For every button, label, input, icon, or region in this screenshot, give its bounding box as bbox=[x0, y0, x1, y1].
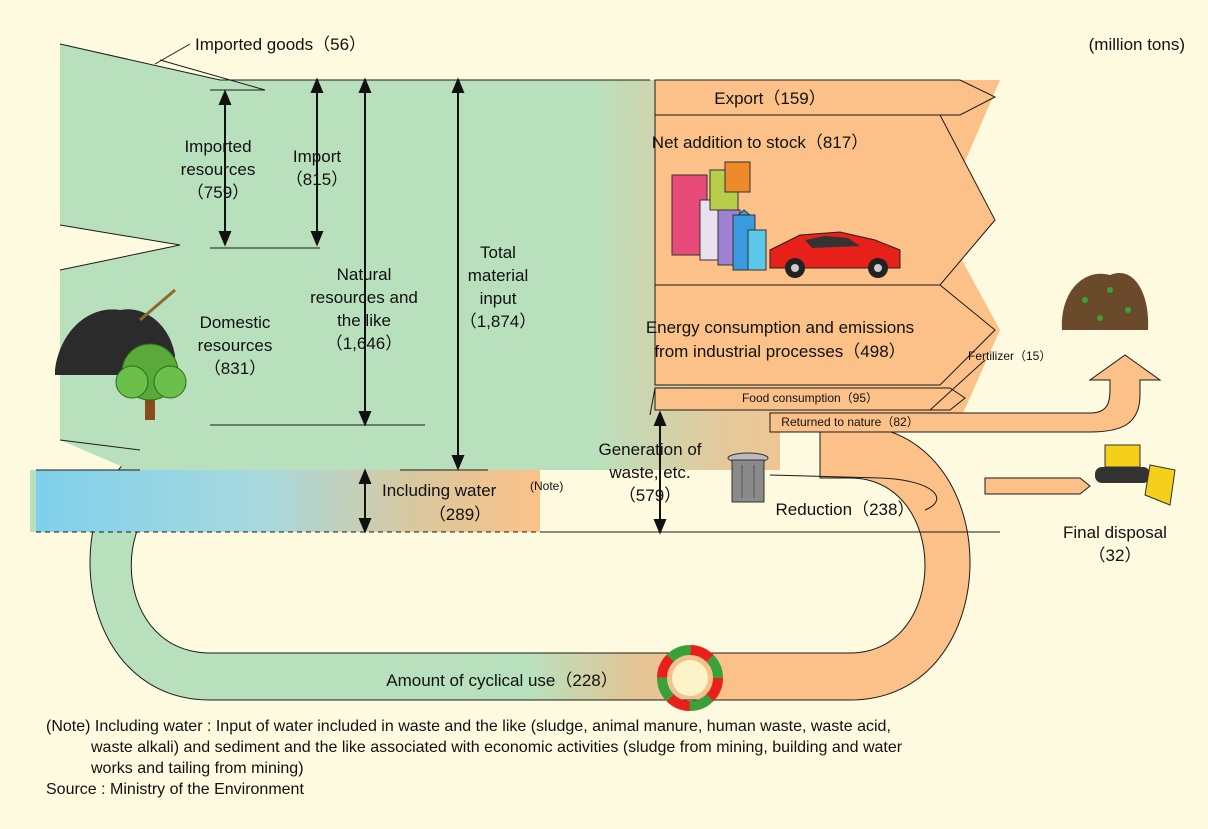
svg-text:the like: the like bbox=[337, 311, 391, 330]
svg-text:Generation of: Generation of bbox=[598, 440, 701, 459]
final-disposal-arrow bbox=[984, 477, 1091, 495]
svg-text:（32）: （32） bbox=[1089, 546, 1142, 565]
waste-generation-label: Generation of waste, etc. （579） bbox=[598, 440, 701, 505]
energy-label: Energy consumption and emissions from in… bbox=[646, 318, 914, 361]
import-label: Import （815） bbox=[286, 147, 348, 189]
note-line: (Note) Including water : Input of water … bbox=[46, 718, 891, 735]
cyclical-use-label: Amount of cyclical use（228） bbox=[386, 671, 618, 690]
export-label: Export（159） bbox=[714, 89, 826, 108]
food-consumption-label: Food consumption（95） bbox=[742, 391, 878, 405]
returned-to-nature-label: Returned to nature（82） bbox=[781, 415, 918, 429]
reduction-label: Reduction（238） bbox=[776, 500, 915, 519]
svg-text:resources: resources bbox=[198, 336, 273, 355]
band-outlines bbox=[36, 43, 1000, 533]
net-addition-label: Net addition to stock（817） bbox=[652, 133, 868, 152]
soil-pile-icon bbox=[1061, 273, 1149, 330]
svg-text:from industrial processes（498）: from industrial processes（498） bbox=[654, 342, 905, 361]
natural-resources-label: Natural resources and the like （1,646） bbox=[310, 265, 418, 353]
note-line: works and tailing from mining) bbox=[91, 760, 304, 777]
svg-text:（1,874）: （1,874） bbox=[460, 312, 537, 331]
svg-text:Including water: Including water bbox=[382, 481, 497, 500]
svg-text:（815）: （815） bbox=[286, 170, 348, 189]
total-material-input-label: Total material input （1,874） bbox=[460, 243, 537, 331]
unit-label: (million tons) bbox=[1089, 35, 1185, 54]
svg-text:waste, etc.: waste, etc. bbox=[608, 463, 690, 482]
svg-text:Total: Total bbox=[480, 243, 516, 262]
svg-text:Imported: Imported bbox=[184, 137, 251, 156]
returned-to-nature-arrow bbox=[769, 354, 1162, 433]
red-car-icon bbox=[769, 231, 901, 278]
fertilizer-label: Fertilizer（15） bbox=[968, 349, 1051, 363]
svg-text:Import: Import bbox=[293, 147, 341, 166]
svg-text:（759）: （759） bbox=[187, 183, 249, 202]
food-band bbox=[654, 387, 966, 411]
svg-text:Natural: Natural bbox=[337, 265, 392, 284]
note-line: waste alkali) and sediment and the like … bbox=[91, 739, 903, 756]
measure-arrows bbox=[218, 77, 667, 535]
imported-goods-label: Imported goods（56） bbox=[195, 35, 366, 54]
recycle-arrows-icon bbox=[657, 645, 723, 711]
final-disposal-label: Final disposal （32） bbox=[1063, 523, 1167, 565]
note-block: (Note) Including water : Input of water … bbox=[46, 716, 1196, 800]
svg-text:（1,646）: （1,646） bbox=[326, 334, 403, 353]
water-strip bbox=[36, 470, 540, 532]
export-band bbox=[654, 79, 997, 116]
energy-band bbox=[654, 284, 996, 386]
bulldozer-icon bbox=[1095, 444, 1176, 506]
source-line: Source : Ministry of the Environment bbox=[46, 781, 304, 798]
svg-text:Final disposal: Final disposal bbox=[1063, 523, 1167, 542]
svg-text:Energy consumption and emissio: Energy consumption and emissions bbox=[646, 318, 914, 337]
buildings-icon bbox=[671, 161, 767, 271]
including-water-label: Including water (Note) （289） bbox=[382, 479, 563, 524]
domestic-resources-label: Domestic resources （831） bbox=[198, 313, 273, 378]
svg-text:（579）: （579） bbox=[619, 486, 681, 505]
svg-text:(Note): (Note) bbox=[530, 479, 563, 493]
trash-can-icon bbox=[727, 452, 769, 503]
imported-resources-label: Imported resources （759） bbox=[181, 137, 256, 202]
svg-text:（831）: （831） bbox=[204, 359, 266, 378]
svg-text:Domestic: Domestic bbox=[200, 313, 271, 332]
svg-text:material: material bbox=[468, 266, 528, 285]
svg-text:input: input bbox=[480, 289, 517, 308]
svg-text:resources: resources bbox=[181, 160, 256, 179]
reduction-line bbox=[769, 474, 938, 511]
svg-text:resources and: resources and bbox=[310, 288, 418, 307]
tree-icon bbox=[115, 343, 187, 420]
svg-text:（289）: （289） bbox=[429, 505, 491, 524]
